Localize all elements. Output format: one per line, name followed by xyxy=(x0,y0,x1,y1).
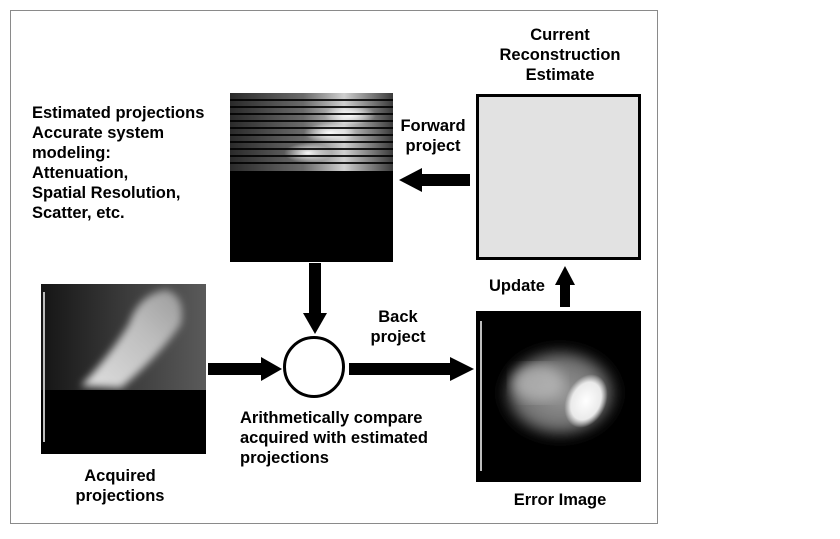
estimated-to-compare-arrow xyxy=(303,263,327,334)
back-project-arrow xyxy=(349,357,474,381)
compare-circle xyxy=(283,336,345,398)
compare-label: Arithmetically compare acquired with est… xyxy=(240,409,428,467)
acquired-projections-image xyxy=(41,284,206,454)
diagram-frame xyxy=(10,10,658,524)
error-image-label: Error Image xyxy=(513,491,607,509)
estimated-projections-label: Estimated projections Accurate system mo… xyxy=(32,104,205,222)
current-estimate-label: Current Reconstruction Estimate xyxy=(499,26,621,84)
back-project-label: Back project xyxy=(370,308,426,346)
forward-project-arrow xyxy=(399,168,470,192)
estimated-projections-image xyxy=(230,93,393,262)
error-image xyxy=(476,311,641,482)
update-arrow xyxy=(555,266,575,307)
acquired-to-compare-arrow xyxy=(208,357,282,381)
acquired-projections-label: Acquired projections xyxy=(75,467,165,505)
update-label: Update xyxy=(489,277,545,295)
forward-project-label: Forward project xyxy=(400,117,466,155)
current-estimate-box xyxy=(476,94,641,260)
